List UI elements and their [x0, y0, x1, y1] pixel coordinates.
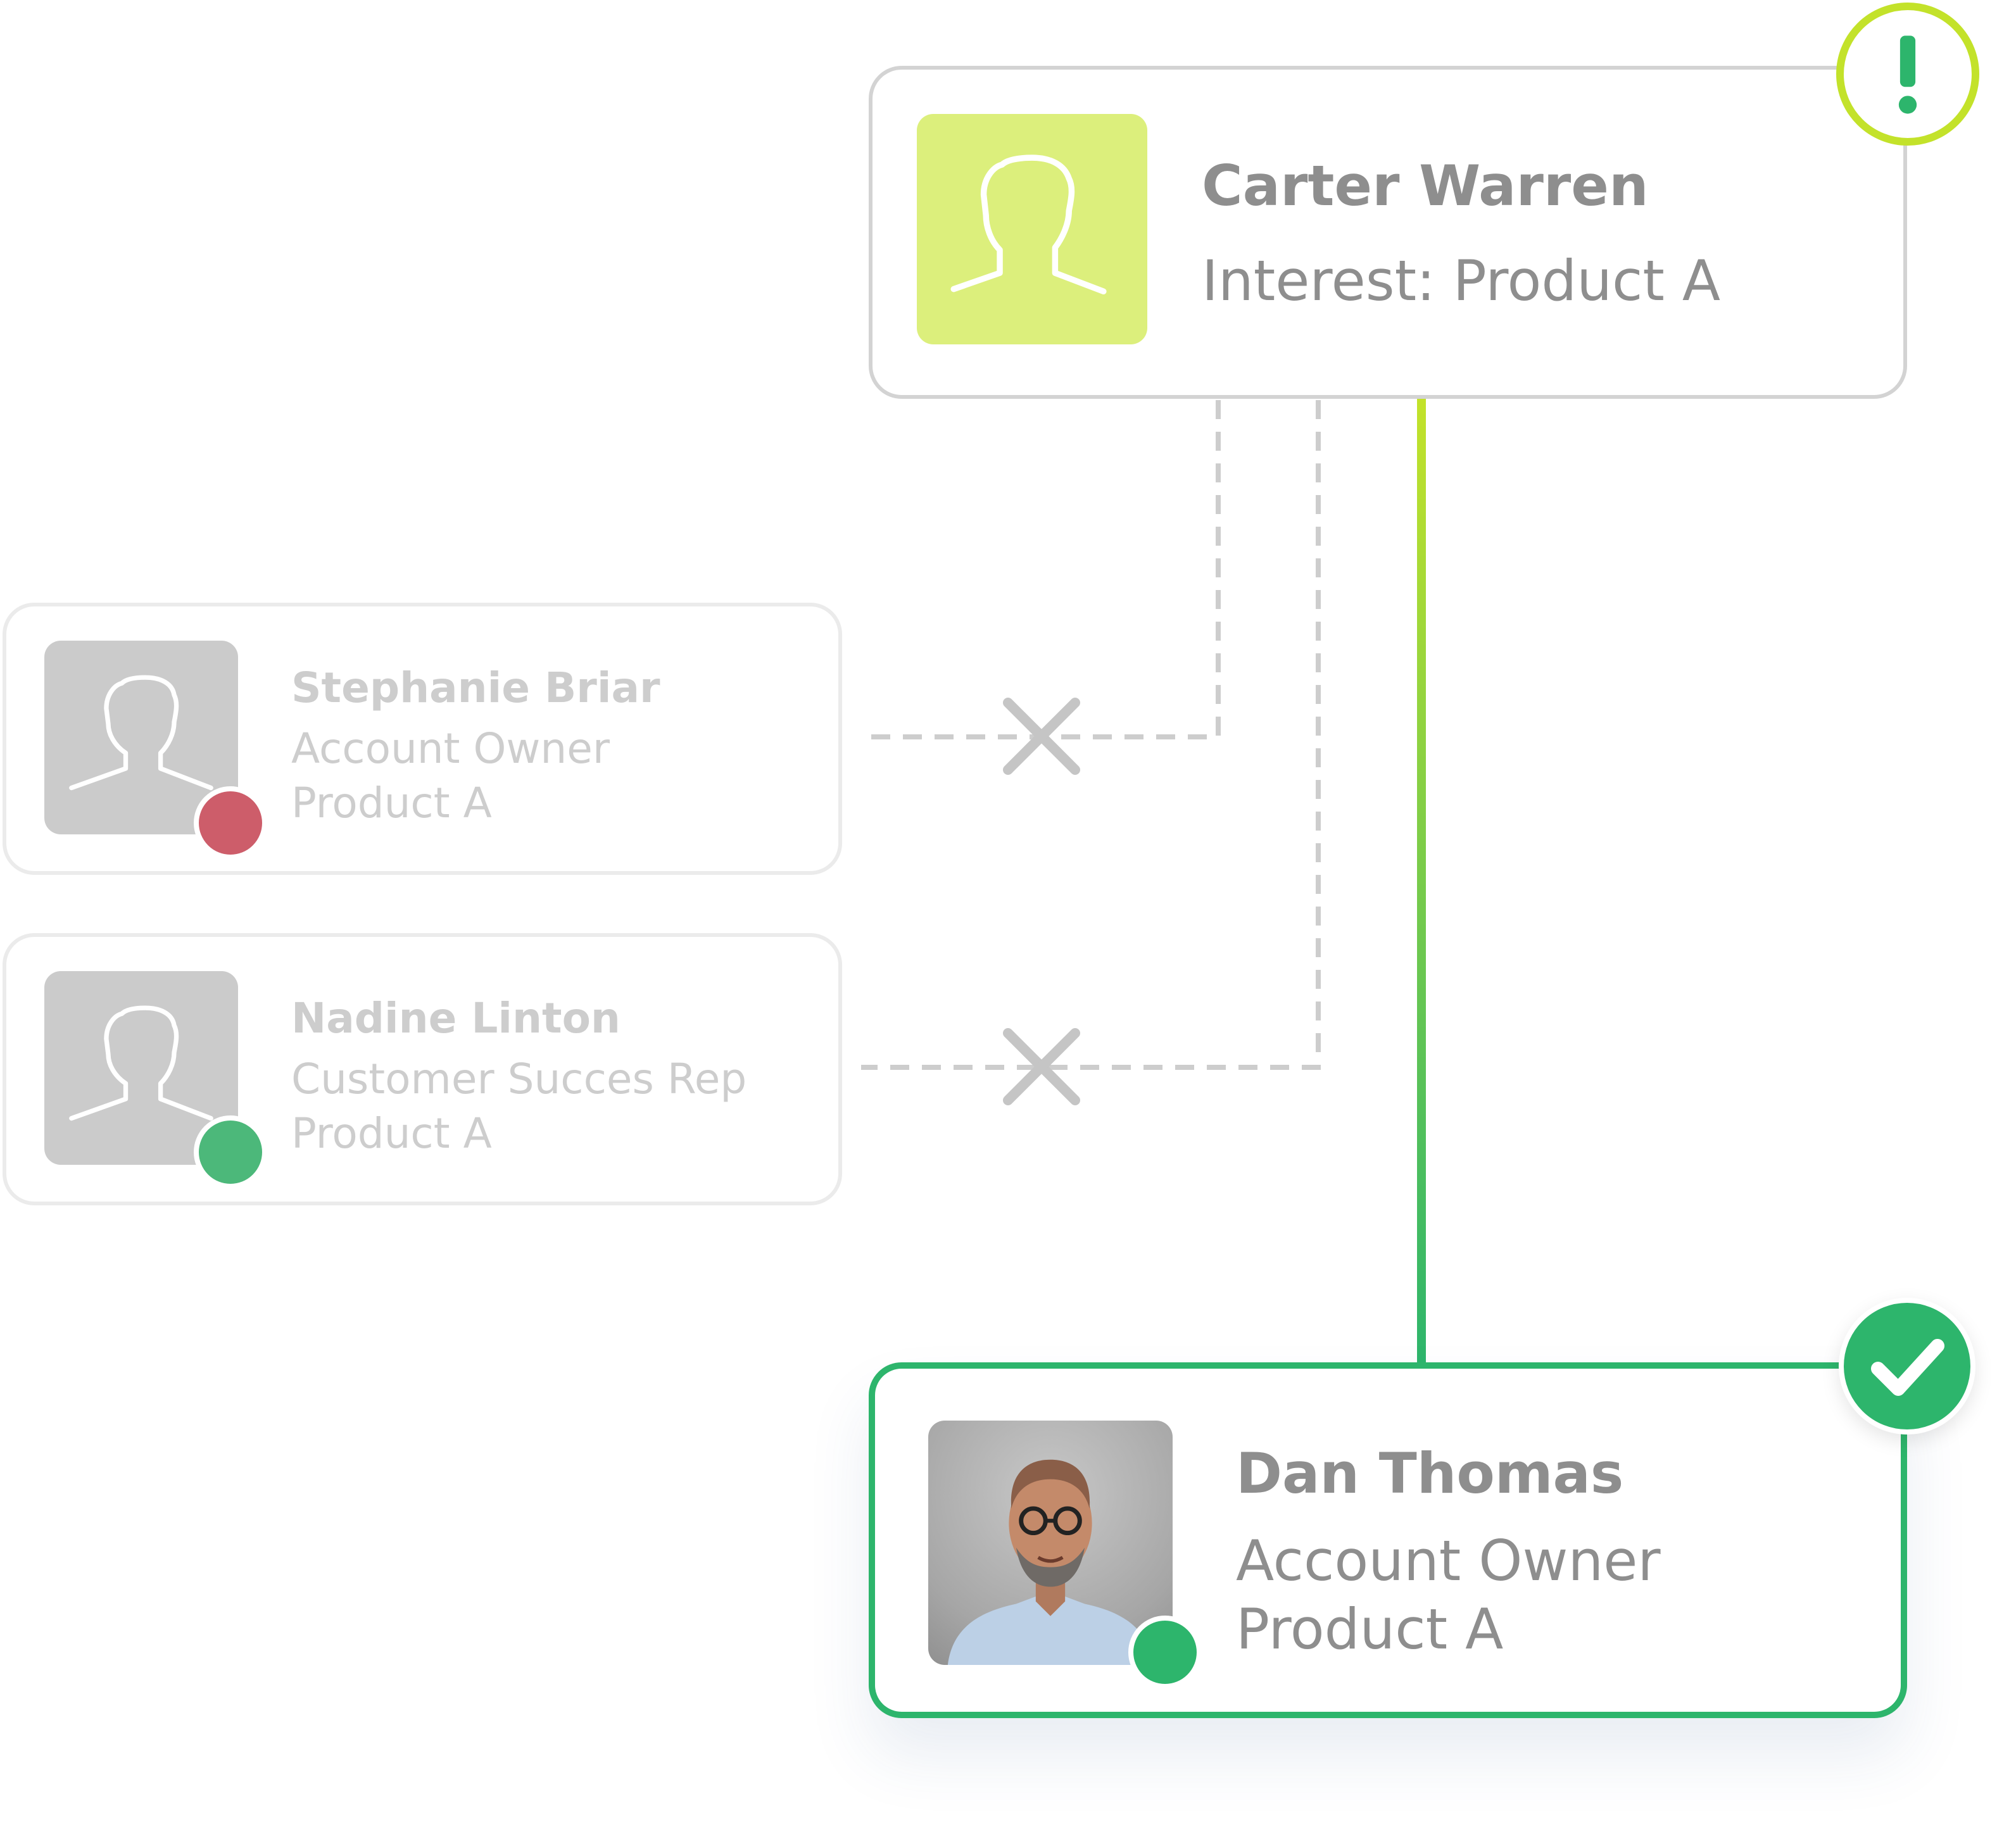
candidate-name: Stephanie Briar — [291, 663, 660, 712]
dashed-connector-stephanie — [861, 400, 1221, 739]
candidate-role: Account Owner — [291, 724, 610, 773]
candidate-card[interactable]: Stephanie Briar Account Owner Product A — [3, 603, 842, 875]
status-dot-offline — [194, 786, 267, 860]
candidate-product: Product A — [291, 779, 492, 827]
lead-name: Carter Warren — [1202, 153, 1649, 218]
candidate-name: Nadine Linton — [291, 994, 621, 1043]
assigned-product: Product A — [1236, 1597, 1504, 1662]
check-icon — [1871, 1339, 1944, 1396]
user-silhouette-icon — [950, 154, 1107, 295]
status-dot-online — [194, 1115, 267, 1189]
alert-badge — [1836, 3, 1979, 146]
user-silhouette-icon — [69, 675, 213, 791]
assigned-card[interactable]: Dan Thomas Account Owner Product A — [869, 1362, 1907, 1718]
user-silhouette-icon — [69, 1005, 213, 1121]
reject-mark-icon — [1003, 1028, 1080, 1105]
candidate-role: Customer Succes Rep — [291, 1055, 747, 1103]
candidate-card[interactable]: Nadine Linton Customer Succes Rep Produc… — [3, 933, 842, 1205]
assigned-photo — [928, 1421, 1173, 1665]
person-photo-icon — [947, 1459, 1154, 1665]
lead-card[interactable]: Carter Warren Interest: Product A — [869, 66, 1907, 399]
reject-mark-icon — [1003, 698, 1080, 775]
assignment-connector — [1417, 399, 1426, 1364]
check-badge — [1839, 1298, 1975, 1435]
status-dot-online — [1128, 1616, 1202, 1689]
candidate-product: Product A — [291, 1109, 492, 1158]
dashed-connector-nadine — [861, 400, 1321, 1070]
lead-interest: Interest: Product A — [1202, 248, 1721, 313]
assigned-name: Dan Thomas — [1236, 1441, 1624, 1506]
lead-avatar — [917, 114, 1147, 344]
assigned-role: Account Owner — [1236, 1528, 1661, 1593]
exclamation-icon — [1898, 35, 1917, 114]
